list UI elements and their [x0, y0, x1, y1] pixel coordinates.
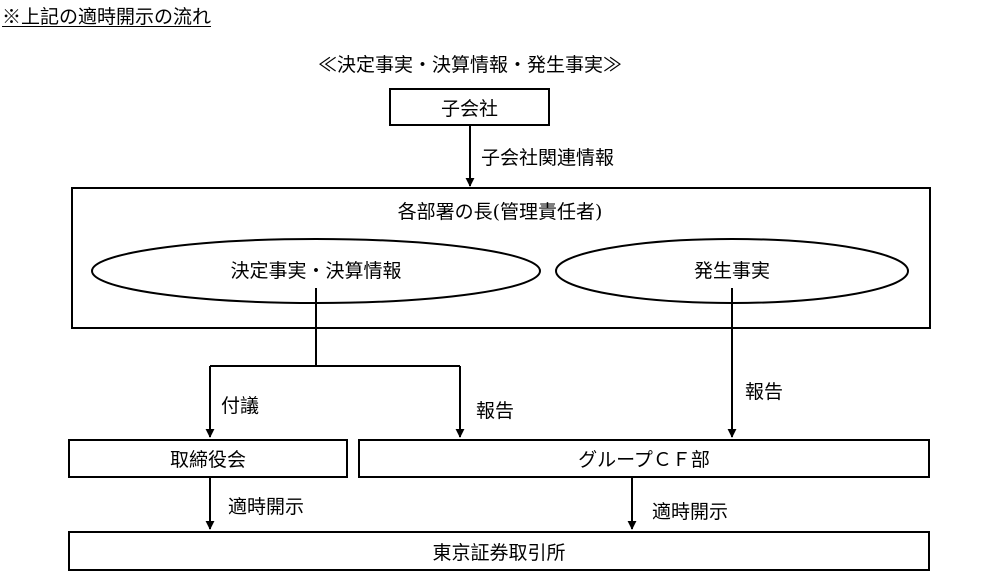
- group-cf-box: グループＣＦ部: [358, 439, 930, 478]
- report-right-label: 報告: [745, 381, 784, 403]
- disclosure-left-label: 適時開示: [228, 496, 305, 518]
- board-label: 取締役会: [169, 449, 246, 471]
- department-heads-title: 各部署の長(管理責任者): [397, 201, 603, 223]
- decision-facts-label: 決定事実・決算情報: [230, 260, 402, 282]
- subsidiary-info-label: 子会社関連情報: [481, 147, 615, 169]
- subsidiary-label: 子会社: [440, 97, 498, 120]
- board-box: 取締役会: [68, 439, 348, 478]
- occurrence-facts-label: 発生事実: [693, 260, 770, 282]
- subsidiary-box: 子会社: [389, 88, 550, 126]
- tse-label: 東京証券取引所: [432, 541, 566, 564]
- group-cf-label: グループＣＦ部: [578, 449, 710, 471]
- categories-caption: ≪決定事実・決算情報・発生事実≫: [317, 54, 622, 76]
- tse-box: 東京証券取引所: [68, 531, 930, 571]
- disclosure-right-label: 適時開示: [652, 501, 729, 523]
- page-heading: ※上記の適時開示の流れ: [2, 6, 212, 28]
- report-left-label: 報告: [476, 400, 515, 422]
- deliberation-label: 付議: [221, 395, 260, 417]
